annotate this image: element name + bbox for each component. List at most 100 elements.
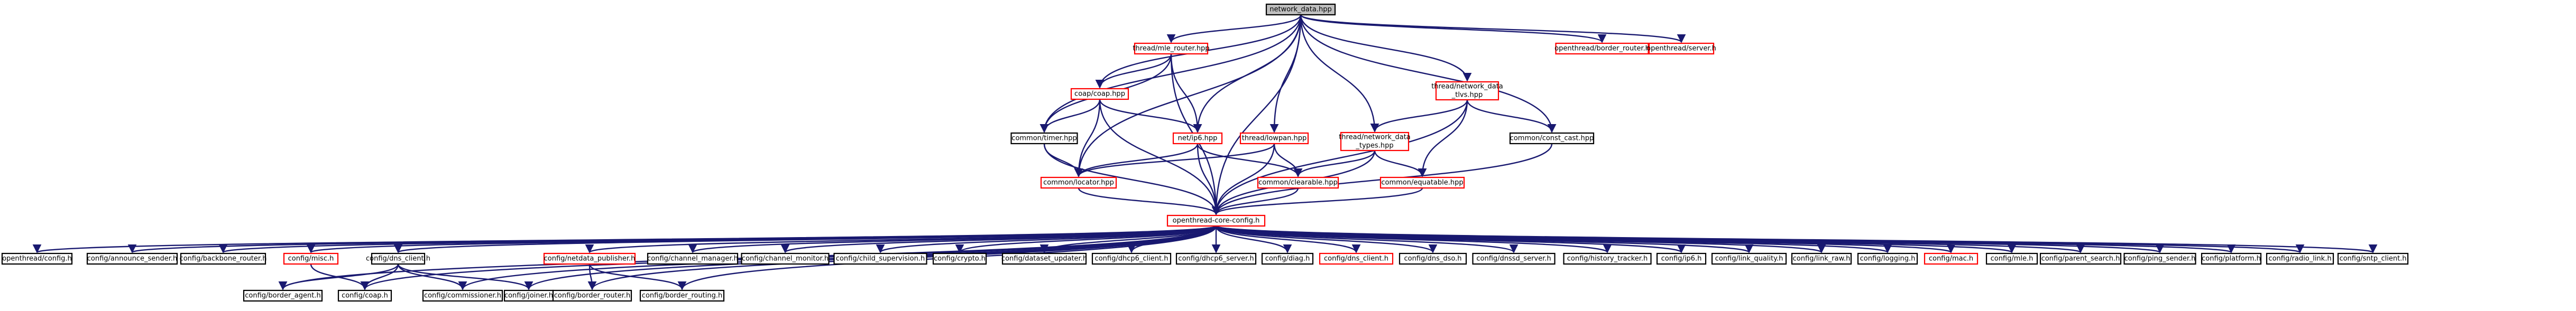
edge-root-to-locator: [1074, 14, 1302, 177]
node-config-crypto-h[interactable]: config/crypto.h: [932, 252, 987, 265]
edge-ndtlv-to-core: [1211, 99, 1468, 215]
node-config-coap-h[interactable]: config/coap.h: [337, 289, 392, 302]
node-box: [1791, 252, 1852, 265]
node-box: [543, 252, 636, 265]
node-box: [1985, 252, 2038, 265]
node-config-dns-client-h[interactable]: config/dns_client.h: [1319, 252, 1394, 265]
edge-core-to-b8: [876, 225, 1217, 253]
node-config-commissioner-h[interactable]: config/commissioner.h: [422, 289, 503, 302]
node-config-mle-h[interactable]: config/mle.h: [1985, 252, 2038, 265]
node-common-timer-hpp[interactable]: common/timer.hpp: [1010, 132, 1078, 145]
node-config-history-tracker-h[interactable]: config/history_tracker.h: [1563, 252, 1652, 265]
node-box: [1265, 3, 1336, 16]
edge-ndtypes-to-clearable: [1293, 150, 1376, 177]
node-label: config/dataset_updater.h: [1001, 255, 1087, 263]
node-config-sntp-client-h[interactable]: config/sntp_client.h: [2337, 252, 2409, 265]
node-thread-mle-router-hpp[interactable]: thread/mle_router.hpp: [1133, 42, 1210, 55]
node-config-mac-h[interactable]: config/mac.h: [1924, 252, 1979, 265]
node-config-child-supervision-h[interactable]: config/child_supervision.h: [833, 252, 927, 265]
edge-root-to-lowpan: [1269, 14, 1302, 133]
node-network-data-hpp[interactable]: network_data.hpp: [1265, 3, 1336, 16]
node-config-misc-h[interactable]: config/misc.h: [283, 252, 339, 265]
node-label: config/joiner.h: [504, 292, 553, 300]
node-box: [371, 252, 426, 265]
node-box: [2266, 252, 2334, 265]
node-box: [1261, 252, 1314, 265]
node-config-parent-search-h[interactable]: config/parent_search.h: [2039, 252, 2122, 265]
node-openthread-core-config-h[interactable]: openthread-core-config.h: [1166, 214, 1266, 227]
node-box: [2201, 252, 2262, 265]
node-box: [1509, 132, 1595, 145]
node-box: [1, 252, 73, 265]
node-common-locator-hpp[interactable]: common/locator.hpp: [1040, 176, 1117, 189]
node-common-const-cast-hpp[interactable]: common/const_cast.hpp: [1509, 132, 1595, 145]
node-config-border-agent-h[interactable]: config/border_agent.h: [243, 289, 323, 302]
node-config-channel-manager-h[interactable]: config/channel_manager.h: [647, 252, 739, 265]
node-label: _tlvs.hpp: [1451, 91, 1483, 99]
node-config-announce-sender-h[interactable]: config/announce_sender.h: [86, 252, 178, 265]
edge-ip6-to-clearable: [1197, 143, 1303, 177]
node-config-dnssd-server-h[interactable]: config/dnssd_server.h: [1472, 252, 1556, 265]
node-config-joiner-h[interactable]: config/joiner.h: [503, 289, 554, 302]
node-label: openthread/border_router.h: [1554, 45, 1650, 53]
node-box: [2039, 252, 2122, 265]
node-box: [1435, 81, 1499, 101]
node-config-border-router-h[interactable]: config/border_router.h: [552, 289, 632, 302]
node-label: thread/network_data: [1431, 83, 1503, 91]
node-label: config/mac.h: [1929, 255, 1973, 263]
node-label: config/dns_dso.h: [1404, 255, 1461, 263]
node-thread-network-data-tlvs-hpp[interactable]: thread/network_data_tlvs.hpp: [1431, 81, 1503, 101]
node-config-dhcp6-client-h[interactable]: config/dhcp6_client.h: [1091, 252, 1172, 265]
node-label: config/misc.h: [288, 255, 334, 263]
node-openthread-config-h[interactable]: openthread/config.h: [1, 252, 73, 265]
node-config-radio-link-h[interactable]: config/radio_link.h: [2266, 252, 2334, 265]
node-net-ip6-hpp[interactable]: net/ip6.hpp: [1172, 132, 1223, 145]
node-box: [1001, 252, 1087, 265]
node-common-clearable-hpp[interactable]: common/clearable.hpp: [1257, 176, 1339, 189]
edge-core-to-b4: [394, 225, 1217, 253]
node-common-equatable-hpp[interactable]: common/equatable.hpp: [1379, 176, 1465, 189]
node-config-dns-dso-h[interactable]: config/dns_dso.h: [1399, 252, 1467, 265]
node-config-dhcp6-server-h[interactable]: config/dhcp6_server.h: [1175, 252, 1257, 265]
node-box: [833, 252, 927, 265]
node-config-dns-client-h[interactable]: config/dns_client.h: [366, 252, 430, 265]
edge-mle-to-ip6: [1170, 53, 1202, 133]
node-thread-lowpan-hpp[interactable]: thread/lowpan.hpp: [1239, 132, 1309, 145]
edge-lowpan-to-core: [1211, 143, 1275, 215]
node-openthread-server-h[interactable]: openthread/server.h: [1646, 42, 1716, 55]
node-config-backbone-router-h[interactable]: config/backbone_router.h: [180, 252, 267, 265]
node-config-link-raw-h[interactable]: config/link_raw.h: [1791, 252, 1852, 265]
node-label: config/crypto.h: [934, 255, 986, 263]
node-coap-coap-hpp[interactable]: coap/coap.hpp: [1070, 88, 1129, 100]
edge-b5-to-c5: [588, 263, 687, 290]
node-config-channel-monitor-h[interactable]: config/channel_monitor.h: [741, 252, 830, 265]
node-config-platform-h[interactable]: config/platform.h: [2201, 252, 2262, 265]
node-label: common/locator.hpp: [1043, 179, 1114, 187]
node-box: [1563, 252, 1652, 265]
node-thread-network-data-types-hpp[interactable]: thread/network_data_types.hpp: [1339, 131, 1411, 152]
node-config-link-quality-h[interactable]: config/link_quality.h: [1711, 252, 1787, 265]
node-openthread-border-router-h[interactable]: openthread/border_router.h: [1554, 42, 1650, 55]
node-config-netdata-publisher-h[interactable]: config/netdata_publisher.h: [543, 252, 636, 265]
node-config-logging-h[interactable]: config/logging.h: [1857, 252, 1918, 265]
edge-coap-to-ip6: [1099, 99, 1202, 133]
node-config-ping-sender-h[interactable]: config/ping_sender.h: [2123, 252, 2196, 265]
node-box: [337, 289, 392, 302]
node-label: config/dhcp6_client.h: [1095, 255, 1169, 263]
node-config-diag-h[interactable]: config/diag.h: [1261, 252, 1314, 265]
edge-b4-to-c3: [397, 263, 533, 290]
node-label: config/channel_monitor.h: [742, 255, 829, 263]
edge-coap-to-timer: [1039, 99, 1101, 133]
edge-timer-to-core: [1043, 143, 1221, 215]
edge-core-to-b14: [1215, 225, 1361, 253]
node-config-dataset-updater-h[interactable]: config/dataset_updater.h: [1001, 252, 1087, 265]
node-label: config/history_tracker.h: [1567, 255, 1648, 263]
node-box: [1472, 252, 1556, 265]
node-label: config/link_quality.h: [1715, 255, 1783, 263]
node-label: _types.hpp: [1355, 142, 1393, 150]
node-config-border-routing-h[interactable]: config/border_routing.h: [639, 289, 725, 302]
node-config-ip6-h[interactable]: config/ip6.h: [1656, 252, 1707, 265]
edge-mle-to-coap: [1095, 53, 1172, 89]
